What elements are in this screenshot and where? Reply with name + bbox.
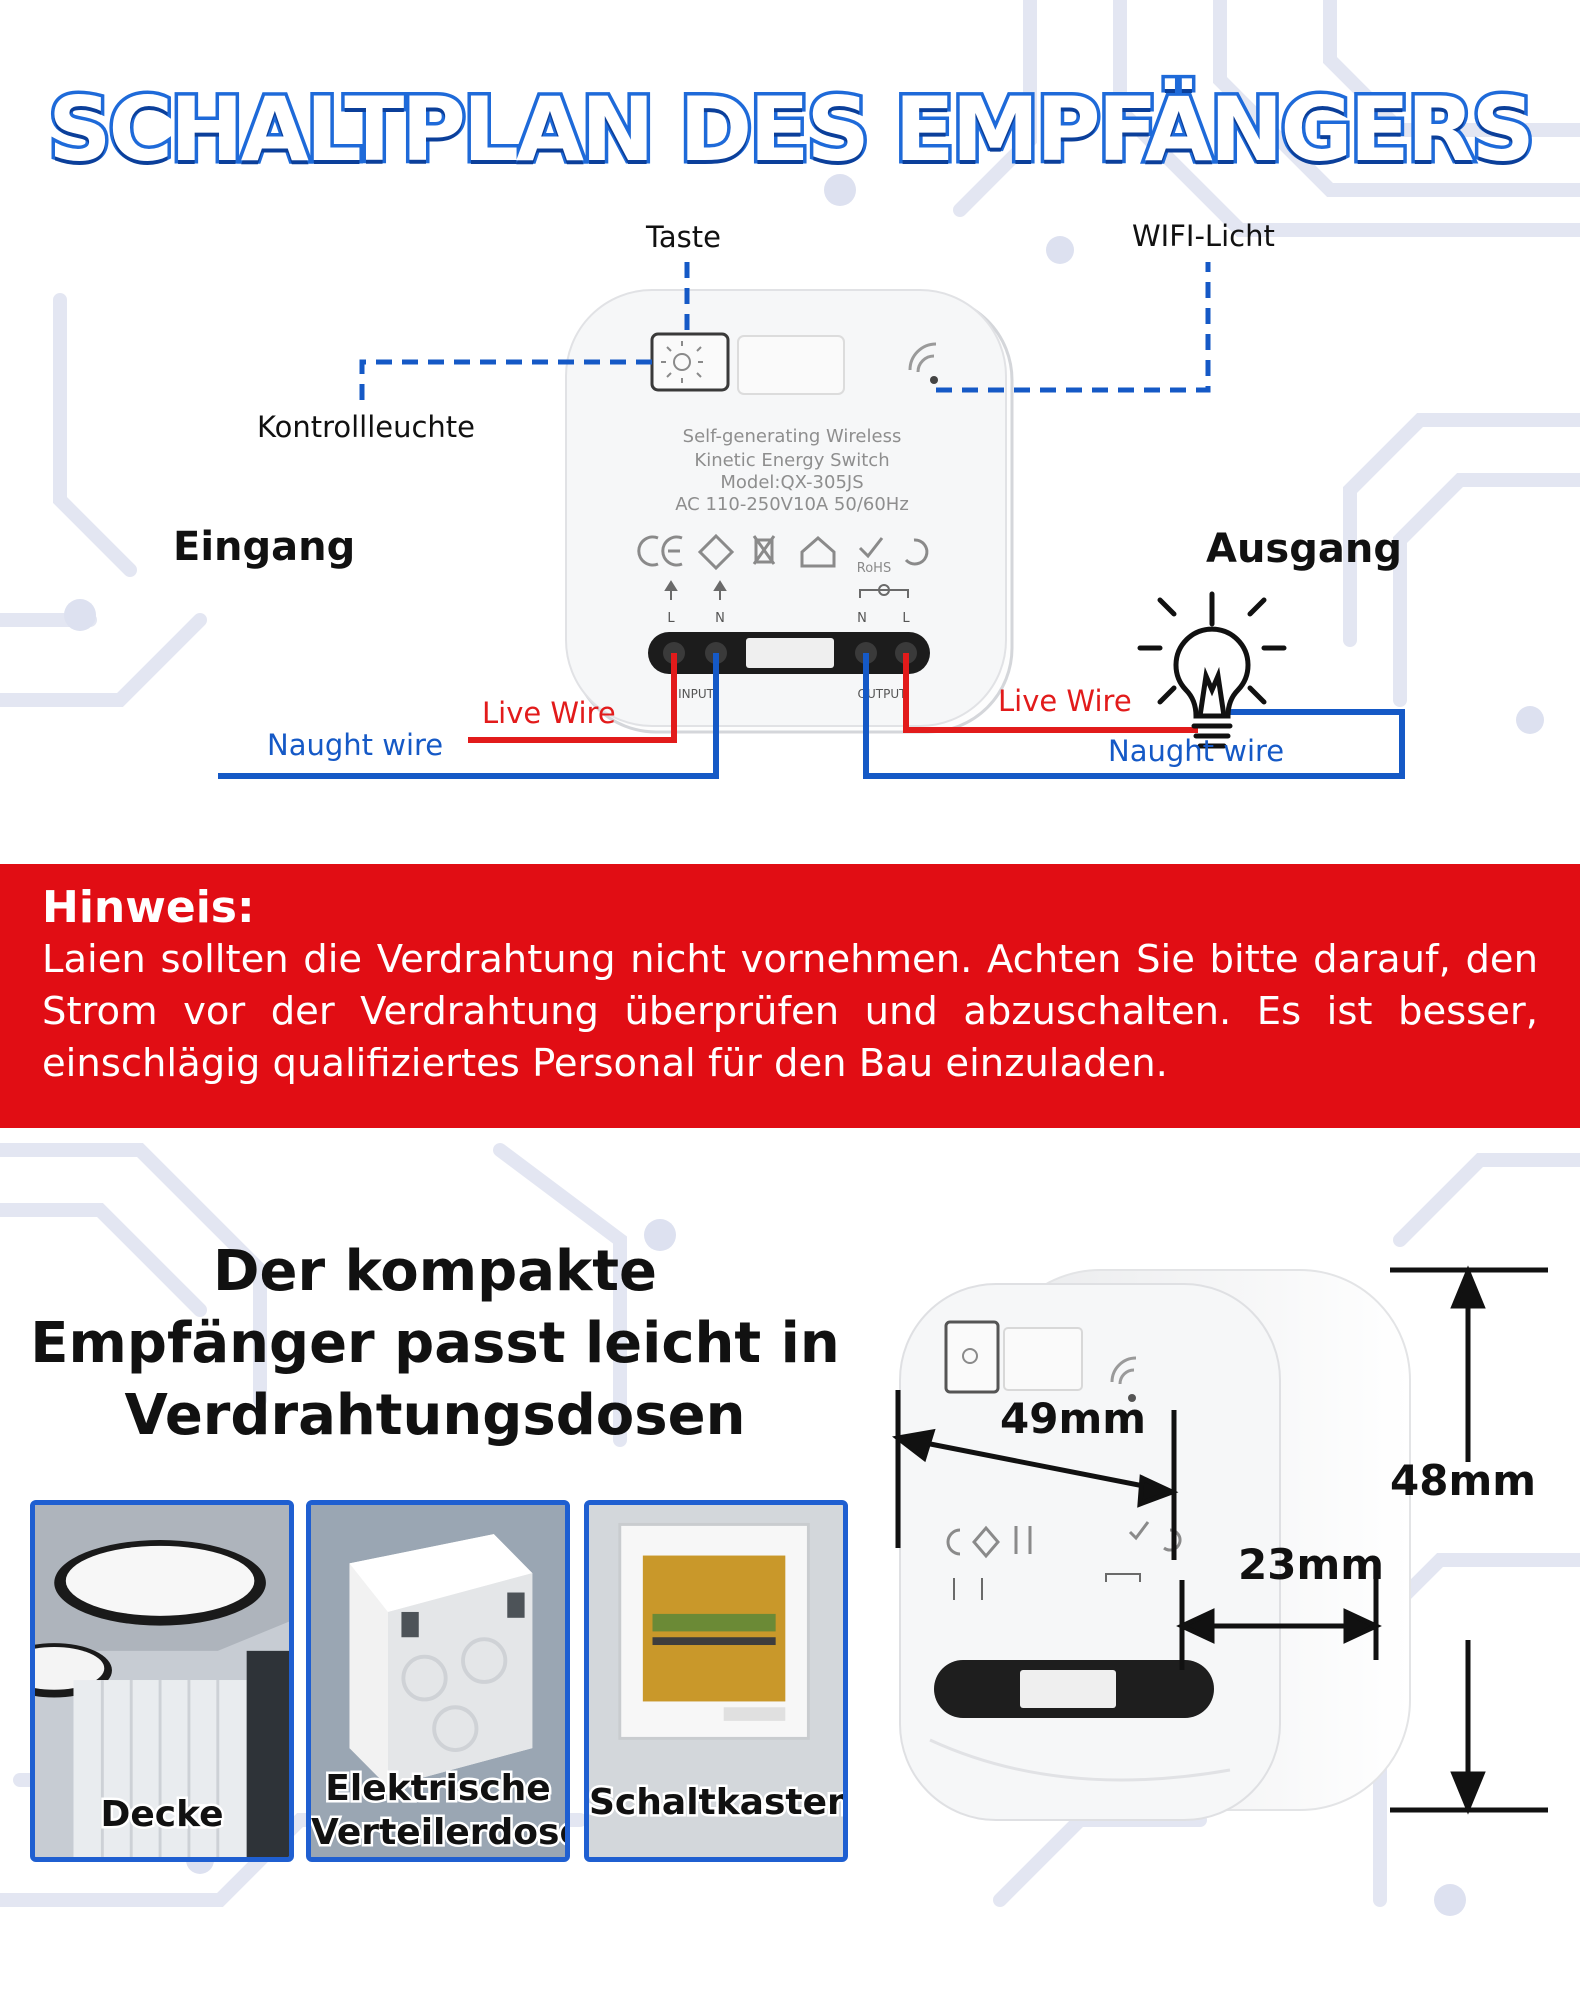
terminal-l-out: L [902,611,910,626]
light-icon [661,341,703,383]
terminal-arrows [664,580,909,600]
label-naught-wire-input: Naught wire [267,728,444,762]
label-wifi-licht: WIFI-Licht [1132,219,1275,253]
ceiling-image [35,1505,289,1857]
terminal-n-in: N [715,611,725,626]
device-line2: Kinetic Energy Switch [694,450,889,471]
junction-box-image [311,1505,565,1857]
thumbnail-schaltkasten: Schaltkasten [584,1500,848,1862]
compact-line-3: Verdrahtungsdosen [124,1383,746,1448]
dimension-depth: 23mm [1238,1540,1384,1589]
label-eingang: Eingang [173,524,356,570]
thumbnail-verteilerdose: Elektrische Verteilerdose [306,1500,570,1862]
wires [218,653,1405,779]
input-label: INPUT [678,687,715,701]
label-live-wire-output: Live Wire [998,684,1132,718]
thumbnail-label-decke: Decke [98,1792,226,1838]
thumbnail-label-verteilerdose: Elektrische Verteilerdose [311,1766,570,1856]
device-line1: Self-generating Wireless [683,426,902,447]
label-ausgang: Ausgang [1206,526,1402,572]
output-label: OUTPUT [858,687,908,701]
receiver-product [899,1269,1411,1821]
callout-lines [359,262,1211,406]
label-live-wire-input: Live Wire [482,696,616,730]
compact-line-1: Der kompakte [212,1239,657,1304]
label-naught-wire-output: Naught wire [1108,734,1285,768]
compact-line-2: Empfänger passt leicht in [30,1311,840,1376]
notice-title: Hinweis: [42,882,255,933]
distribution-box-image [589,1505,843,1857]
light-bulb-icon [1137,591,1287,749]
thumbnail-label-line-1: Elektrische [323,1766,553,1812]
dimension-lines [891,1265,1548,1815]
compact-headline: Der kompakte Empfänger passt leicht in V… [20,1236,850,1452]
thumbnail-decke: Decke [30,1500,294,1862]
dimension-width: 49mm [1000,1394,1146,1443]
notice-text: Laien sollten die Verdrahtung nicht vorn… [42,937,1538,1086]
product-dimensions [891,1265,1548,1821]
device-line4: AC 110-250V10A 50/60Hz [675,494,909,515]
page-title: SCHALTPLAN DES EMPFÄNGERS [45,75,1539,185]
label-taste: Taste [646,220,722,254]
rohs-label: RoHS [857,561,891,576]
notice-banner: Hinweis: Laien sollten die Verdrahtung n… [0,864,1580,1128]
thumbnail-label-schaltkasten: Schaltkasten [589,1780,848,1826]
certification-icons [637,533,929,571]
dimension-height: 48mm [1390,1456,1536,1505]
terminal-l-in: L [667,611,675,626]
terminal-n-out: N [857,611,867,626]
wifi-icon [908,342,938,384]
wiring-diagram: Self-generating Wireless Kinetic Energy … [218,262,1405,779]
thumbnail-label-line-2: Verteilerdose [311,1810,570,1856]
receiver-device: Self-generating Wireless Kinetic Energy … [565,289,1014,734]
device-line3: Model:QX-305JS [720,472,863,493]
label-kontrollleuchte: Kontrollleuchte [257,410,476,444]
